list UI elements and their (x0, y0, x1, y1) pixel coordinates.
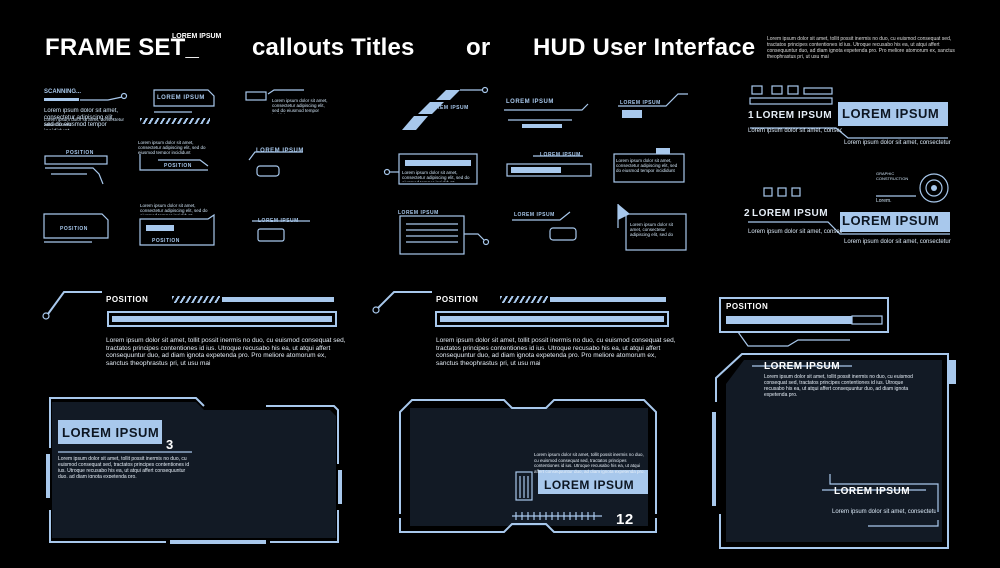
position-block-2-text: Lorem ipsum dolor sit amet, tollit possi… (436, 337, 676, 367)
position-block-1-bar (222, 297, 334, 302)
callout-lorem-3-label: LOREM IPSUM (258, 218, 299, 224)
title-2-caption-b: Lorem ipsum dolor sit amet, consectetur (844, 239, 951, 245)
callout-lorem-1 (153, 89, 215, 113)
title-1-caption: Lorem ipsum dolor sit amet, consectetur (748, 128, 842, 134)
panel-callout-2-text: Lorem ipsum dolor sit amet, consectetur … (616, 158, 678, 173)
title-2-num: 2 (744, 208, 751, 219)
title-2-big: LOREM IPSUM (842, 213, 940, 228)
title-1-num: 1 (748, 110, 755, 121)
callout-text-2: Lorem ipsum dolor sit amet, consectetur … (138, 140, 206, 154)
position-block-1-label: POSITION (106, 295, 149, 304)
position-block-1-hatch (172, 296, 220, 303)
position-block-2-bar (550, 297, 666, 302)
frame-2-title: LOREM IPSUM (544, 478, 635, 492)
position-callout-3-label: POSITION (60, 226, 88, 232)
radar-title: GRAPHIC CONSTRUCTION (876, 171, 909, 181)
frame-2 (399, 399, 657, 533)
title-1-caption-b: Lorem ipsum dolor sit amet, consectetur (844, 140, 951, 146)
scanning-label: SCANNING... (44, 89, 82, 95)
title-1-frame (749, 85, 948, 139)
position-callout-2 (44, 155, 108, 185)
frame-1-text: Lorem ipsum dolor sit amet, tollit possi… (58, 456, 190, 478)
title-or: or (466, 34, 491, 61)
callout-lorem-5 (618, 93, 688, 118)
frame-2-num: 12 (616, 511, 634, 528)
flag-callout (617, 204, 687, 251)
position-block-2-hatch (500, 296, 548, 303)
position-callout-3 (43, 213, 109, 243)
hatch-strip-2 (140, 118, 210, 124)
position-callout-1 (139, 154, 209, 171)
frame-2-text: Lorem ipsum dolor sit amet, tollit possi… (534, 452, 645, 474)
panel-callout-1-text: Lorem ipsum dolor sit amet, consectetur … (402, 170, 470, 182)
callout-lorem-3 (252, 220, 310, 242)
frame-1-title: LOREM IPSUM (62, 425, 160, 440)
position-block-1-text: Lorem ipsum dolor sit amet, tollit possi… (106, 337, 346, 367)
radar-widget (876, 173, 949, 203)
callout-lorem-6-label: LOREM IPSUM (540, 152, 581, 158)
title-hud: HUD User Interface (533, 34, 756, 61)
title-frame-set: FRAME SET_ (45, 34, 200, 61)
title-2-frame (748, 187, 950, 235)
callout-lorem-1-label: LOREM IPSUM (157, 95, 205, 101)
flag-callout-text: Lorem ipsum dolor sit amet, consectetur … (630, 222, 674, 238)
frame-3-caption: Lorem ipsum dolor sit amet, consectetur (832, 509, 936, 515)
position-callout-4-label: POSITION (152, 238, 180, 244)
position-callout-1-label: POSITION (164, 163, 192, 169)
steps-callout-label: LOREM IPSUM (428, 105, 469, 111)
callout-lorem-8 (512, 211, 577, 241)
position-block-2-frame (372, 291, 669, 327)
callout-lorem-7-label: LOREM IPSUM (398, 210, 439, 216)
frame-3-title-2: LOREM IPSUM (834, 486, 911, 497)
hatch-strip-1: Lorem ipsum dolor sit amet, consectetur … (44, 117, 132, 132)
callout-lorem-4 (504, 103, 589, 128)
position-block-1-frame (42, 291, 337, 327)
title-2-caption: Lorem ipsum dolor sit amet, consectetur (748, 229, 842, 235)
callout-lorem-6 (506, 155, 592, 177)
callout-lorem-2-label: LOREM IPSUM (256, 148, 304, 154)
steps-callout (402, 86, 489, 130)
position-block-2-label: POSITION (436, 295, 479, 304)
frame-3-text: Lorem ipsum dolor sit amet, tollit possi… (764, 374, 913, 398)
position-callout-2-label: POSITION (66, 150, 94, 156)
title-1-label: LOREM IPSUM (756, 110, 833, 121)
frame-1 (46, 397, 342, 544)
callout-text-3: Lorem ipsum dolor sit amet, consectetur … (140, 203, 208, 215)
list-callout (399, 215, 490, 255)
frame-1-num: 3 (166, 437, 174, 452)
scanning-text: Lorem ipsum dolor sit amet, consectetur … (44, 108, 119, 130)
title-1-big: LOREM IPSUM (842, 106, 940, 121)
title-frame-set-sub: LOREM IPSUM (172, 33, 222, 40)
position-block-3-frame (719, 297, 889, 347)
position-block-3-label: POSITION (726, 302, 769, 311)
callout-lorem-5-label: LOREM IPSUM (620, 100, 661, 106)
frame-3-title: LOREM IPSUM (764, 361, 841, 372)
panel-callout-1 (383, 153, 478, 185)
callout-box-1-text: Lorem ipsum dolor sit amet, consectetur … (272, 98, 328, 114)
callout-lorem-4-label: LOREM IPSUM (506, 99, 554, 105)
callout-lorem-8-label: LOREM IPSUM (514, 212, 555, 218)
panel-callout-2 (613, 148, 685, 183)
radar-word: Lorem. (876, 198, 892, 204)
callout-lorem-2 (248, 151, 303, 177)
callout-box-1 (245, 89, 304, 101)
position-callout-4 (139, 213, 215, 246)
header-description: Lorem ipsum dolor sit amet, tollit possi… (767, 36, 955, 60)
scanning-bar (44, 98, 79, 101)
frame-3 (712, 353, 956, 549)
title-callouts: callouts Titles (252, 34, 415, 61)
hatch-strip-1-text: Lorem ipsum dolor sit amet, consectetur … (44, 117, 125, 126)
title-2-label: LOREM IPSUM (752, 208, 829, 219)
scanning-connector (80, 92, 128, 101)
